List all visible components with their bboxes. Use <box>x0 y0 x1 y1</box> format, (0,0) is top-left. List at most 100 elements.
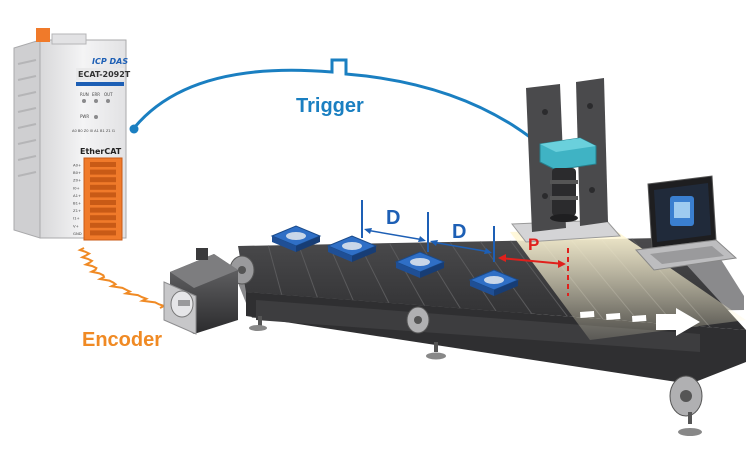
terminal-label: I1+ <box>73 216 80 221</box>
product-label <box>286 232 306 240</box>
lens-ring-1 <box>550 180 578 184</box>
product-label <box>410 258 430 266</box>
product-side-left <box>328 246 352 262</box>
terminal-label: A0+ <box>73 163 81 168</box>
terminal-screw <box>90 192 116 198</box>
laptop-keyboard <box>650 246 724 264</box>
belt-segment-line <box>419 242 461 309</box>
arrow-dash-1 <box>580 311 595 318</box>
product-module <box>468 269 520 296</box>
belt-segment-line <box>388 242 426 306</box>
terminal-label: B1+ <box>73 201 81 206</box>
foot-1 <box>249 325 267 331</box>
belt-segment-line <box>449 241 497 312</box>
product-side-right <box>420 262 444 278</box>
upright-bolt-1 <box>542 109 548 115</box>
top-latch <box>51 33 87 45</box>
product-side-left <box>272 236 296 252</box>
measurement-markers: D D P <box>361 200 569 296</box>
lens-front <box>550 214 578 222</box>
camera-top-face <box>540 138 596 152</box>
terminal-screw <box>90 230 116 236</box>
led-run <box>82 99 86 103</box>
led-label-err: ERR <box>92 92 100 97</box>
top-connector <box>36 28 50 42</box>
terminal-label: Z0+ <box>73 178 81 183</box>
distance-label-2: D <box>452 221 466 243</box>
terminal-rows <box>90 162 116 236</box>
product-module <box>326 235 378 262</box>
led-err <box>94 99 98 103</box>
foot-3 <box>678 428 702 436</box>
distance-arrow-2-line <box>431 241 491 253</box>
motor-connector <box>196 248 208 260</box>
pwr-label: PWR <box>80 114 89 119</box>
belt-segment-line <box>298 244 318 298</box>
product-side-left <box>470 280 494 296</box>
upright-bolt-3 <box>542 193 548 199</box>
arrow-dash-2 <box>606 313 621 320</box>
belt-segment-line <box>510 240 568 317</box>
product-module <box>270 225 322 252</box>
terminal-label: A1+ <box>73 193 81 198</box>
model-plate <box>76 68 124 80</box>
terminal-label: V+ <box>73 223 79 228</box>
arrow-head <box>656 308 700 336</box>
trigger-label: Trigger <box>296 95 364 117</box>
upright-bolt-4 <box>589 187 595 193</box>
servo-motor <box>163 248 238 335</box>
terminal-label: Z1+ <box>73 208 81 213</box>
camera-station <box>511 78 622 243</box>
terminal-screw <box>90 177 116 183</box>
distance-label-1: D <box>386 207 400 229</box>
module-side-panel <box>13 39 41 239</box>
motor-top <box>170 254 238 288</box>
module-vent-slots <box>17 59 37 177</box>
distance-arrow-1-left <box>364 228 372 234</box>
product-label <box>484 276 504 284</box>
ecat-module: ICP DAS ECAT-2092T RUN ERR OUT PWR A0 B0… <box>13 28 131 241</box>
model-label: ECAT-2092T <box>78 70 131 79</box>
belt-segment-line <box>267 245 283 295</box>
brand-logo: ICP DAS <box>92 57 128 66</box>
product-side-right <box>296 236 320 252</box>
terminal-screw <box>90 184 116 190</box>
product-label <box>342 242 362 250</box>
terminal-screw <box>90 169 116 175</box>
product-side-right <box>494 280 518 296</box>
direction-arrow <box>580 308 700 336</box>
distance-arrow-2-right <box>484 248 492 254</box>
led-label-out: OUT <box>104 92 113 97</box>
led-label-run: RUN <box>80 92 89 97</box>
terminal-screw <box>90 207 116 213</box>
trigger-line <box>132 58 547 152</box>
conveyor-side-rail <box>256 300 700 352</box>
products <box>270 225 520 296</box>
arrow-dash-3 <box>632 315 647 322</box>
front-roller-hub <box>680 390 692 402</box>
terminal-labels: A0+B0+Z0+I0+A1+B1+Z1+I1+V+GND <box>73 163 82 236</box>
terminal-screw <box>90 222 116 228</box>
led-out <box>106 99 110 103</box>
position-label: P <box>528 235 539 254</box>
led-pwr <box>94 115 98 119</box>
product-side-right <box>352 246 376 262</box>
product-side-left <box>396 262 420 278</box>
terminal-screw <box>90 200 116 205</box>
terminal-label: I0+ <box>73 185 80 190</box>
upright-bolt-2 <box>587 103 593 109</box>
terminal-screw <box>90 162 116 167</box>
back-roller-hub <box>238 266 246 274</box>
encoder-signal: Encoder <box>77 247 167 351</box>
camera-light-beam <box>510 228 746 340</box>
position-arrow-left <box>498 254 506 262</box>
encoder-pulse-wave <box>77 247 167 309</box>
port-row-label: A0 B0 Z0 I0 A1 B1 Z1 I1 <box>72 129 115 133</box>
ethercat-logo: EtherCAT <box>80 147 122 156</box>
model-stripe <box>76 82 124 86</box>
motor-shaft <box>178 300 190 306</box>
laptop-screen-product-face <box>674 202 690 218</box>
position-arrow-right <box>558 260 566 268</box>
